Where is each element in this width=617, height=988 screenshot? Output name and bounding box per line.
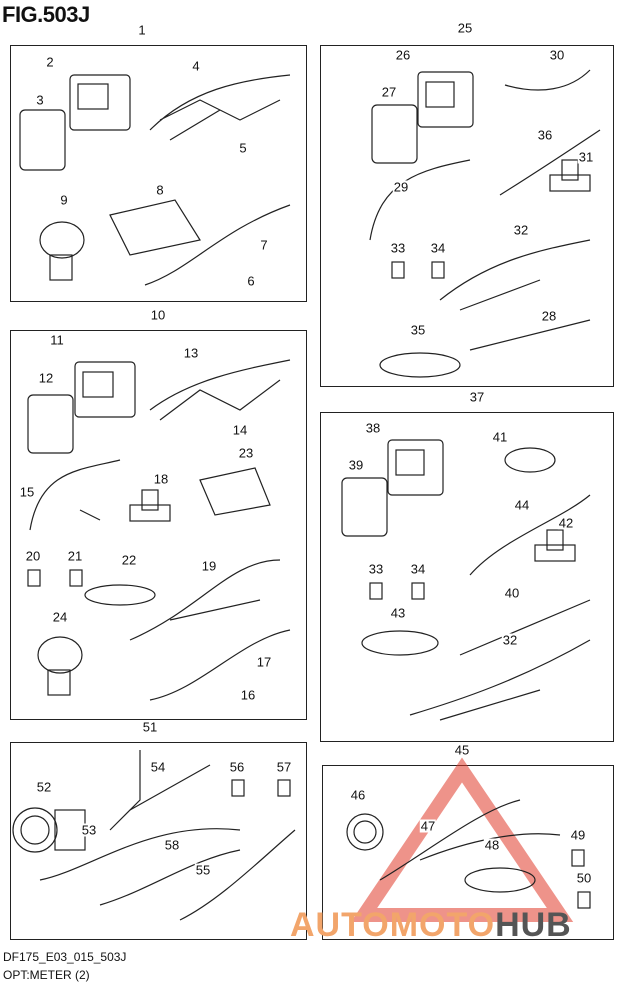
callout-24: 24 (51, 609, 69, 625)
bag-icon (199, 467, 271, 516)
tee-connector-icon (549, 159, 591, 192)
group-box-25 (320, 45, 614, 387)
callout-27: 27 (380, 84, 398, 100)
callout-42: 42 (557, 515, 575, 531)
callout-56: 56 (228, 759, 246, 775)
group-box-45 (322, 765, 614, 940)
figure-code: DF175_E03_015_503J (3, 950, 127, 964)
gauge-icon (12, 807, 86, 853)
callout-40: 40 (503, 585, 521, 601)
callout-6: 6 (246, 273, 256, 289)
callout-3: 3 (35, 92, 45, 108)
callout-37: 37 (468, 389, 486, 405)
callout-18: 18 (152, 471, 170, 487)
watermark-triangle-icon (350, 757, 574, 922)
callout-39: 39 (347, 457, 365, 473)
callout-22: 22 (120, 552, 138, 568)
callout-21: 21 (66, 548, 84, 564)
figure-name: OPT:METER (2) (3, 968, 90, 982)
callout-30: 30 (548, 47, 566, 63)
callout-13: 13 (182, 345, 200, 361)
callout-49: 49 (569, 827, 587, 843)
callout-16: 16 (239, 687, 257, 703)
gauge-icon (346, 813, 384, 851)
callout-54: 54 (149, 759, 167, 775)
callout-20: 20 (24, 548, 42, 564)
callout-29: 29 (392, 179, 410, 195)
callout-31: 31 (577, 149, 595, 165)
group-box-10 (10, 330, 307, 720)
callout-57: 57 (275, 759, 293, 775)
meter-icon (27, 361, 136, 454)
bag-icon (109, 199, 201, 256)
callout-17: 17 (255, 654, 273, 670)
callout-36: 36 (536, 127, 554, 143)
callout-58: 58 (163, 837, 181, 853)
callout-34: 34 (429, 240, 447, 256)
callout-38: 38 (364, 420, 382, 436)
meter-icon (19, 74, 131, 171)
callout-19: 19 (200, 558, 218, 574)
callout-50: 50 (575, 870, 593, 886)
callout-53: 53 (80, 822, 98, 838)
callout-1: 1 (137, 22, 147, 38)
callout-12: 12 (37, 370, 55, 386)
callout-52: 52 (35, 779, 53, 795)
callout-2: 2 (45, 54, 55, 70)
callout-32: 32 (512, 222, 530, 238)
callout-14: 14 (231, 422, 249, 438)
callout-8: 8 (155, 182, 165, 198)
watermark-text-1: AUTOMOTO (290, 906, 496, 944)
callout-47: 47 (419, 818, 437, 834)
callout-9: 9 (59, 192, 69, 208)
callout-4: 4 (191, 58, 201, 74)
callout-48: 48 (483, 837, 501, 853)
callout-43: 43 (389, 605, 407, 621)
watermark-logo: AUTOMOTOHUB (290, 906, 572, 945)
callout-51: 51 (141, 719, 159, 735)
callout-33b: 33 (367, 561, 385, 577)
callout-55: 55 (194, 862, 212, 878)
group-box-1 (10, 45, 307, 302)
callout-7: 7 (259, 237, 269, 253)
tee-connector-icon (534, 529, 576, 562)
callout-23: 23 (237, 445, 255, 461)
callout-10: 10 (149, 307, 167, 323)
callout-44: 44 (513, 497, 531, 513)
callout-35: 35 (409, 322, 427, 338)
callout-34b: 34 (409, 561, 427, 577)
callout-33: 33 (389, 240, 407, 256)
sensor-icon (37, 636, 83, 696)
callout-32b: 32 (501, 632, 519, 648)
tee-connector-icon (129, 489, 171, 522)
callout-26: 26 (394, 47, 412, 63)
watermark-text-2: HUB (495, 906, 572, 944)
group-box-37 (320, 412, 614, 742)
callout-11: 11 (49, 332, 65, 348)
meter-icon (341, 439, 444, 537)
meter-icon (371, 71, 474, 164)
callout-25: 25 (456, 20, 474, 36)
figure-title: FIG.503J (2, 2, 90, 27)
callout-15: 15 (18, 484, 36, 500)
callout-46: 46 (349, 787, 367, 803)
callout-5: 5 (238, 140, 248, 156)
callout-45: 45 (453, 742, 471, 758)
group-box-51 (10, 742, 307, 940)
callout-41: 41 (491, 429, 509, 445)
sensor-icon (39, 221, 85, 281)
callout-28: 28 (540, 308, 558, 324)
